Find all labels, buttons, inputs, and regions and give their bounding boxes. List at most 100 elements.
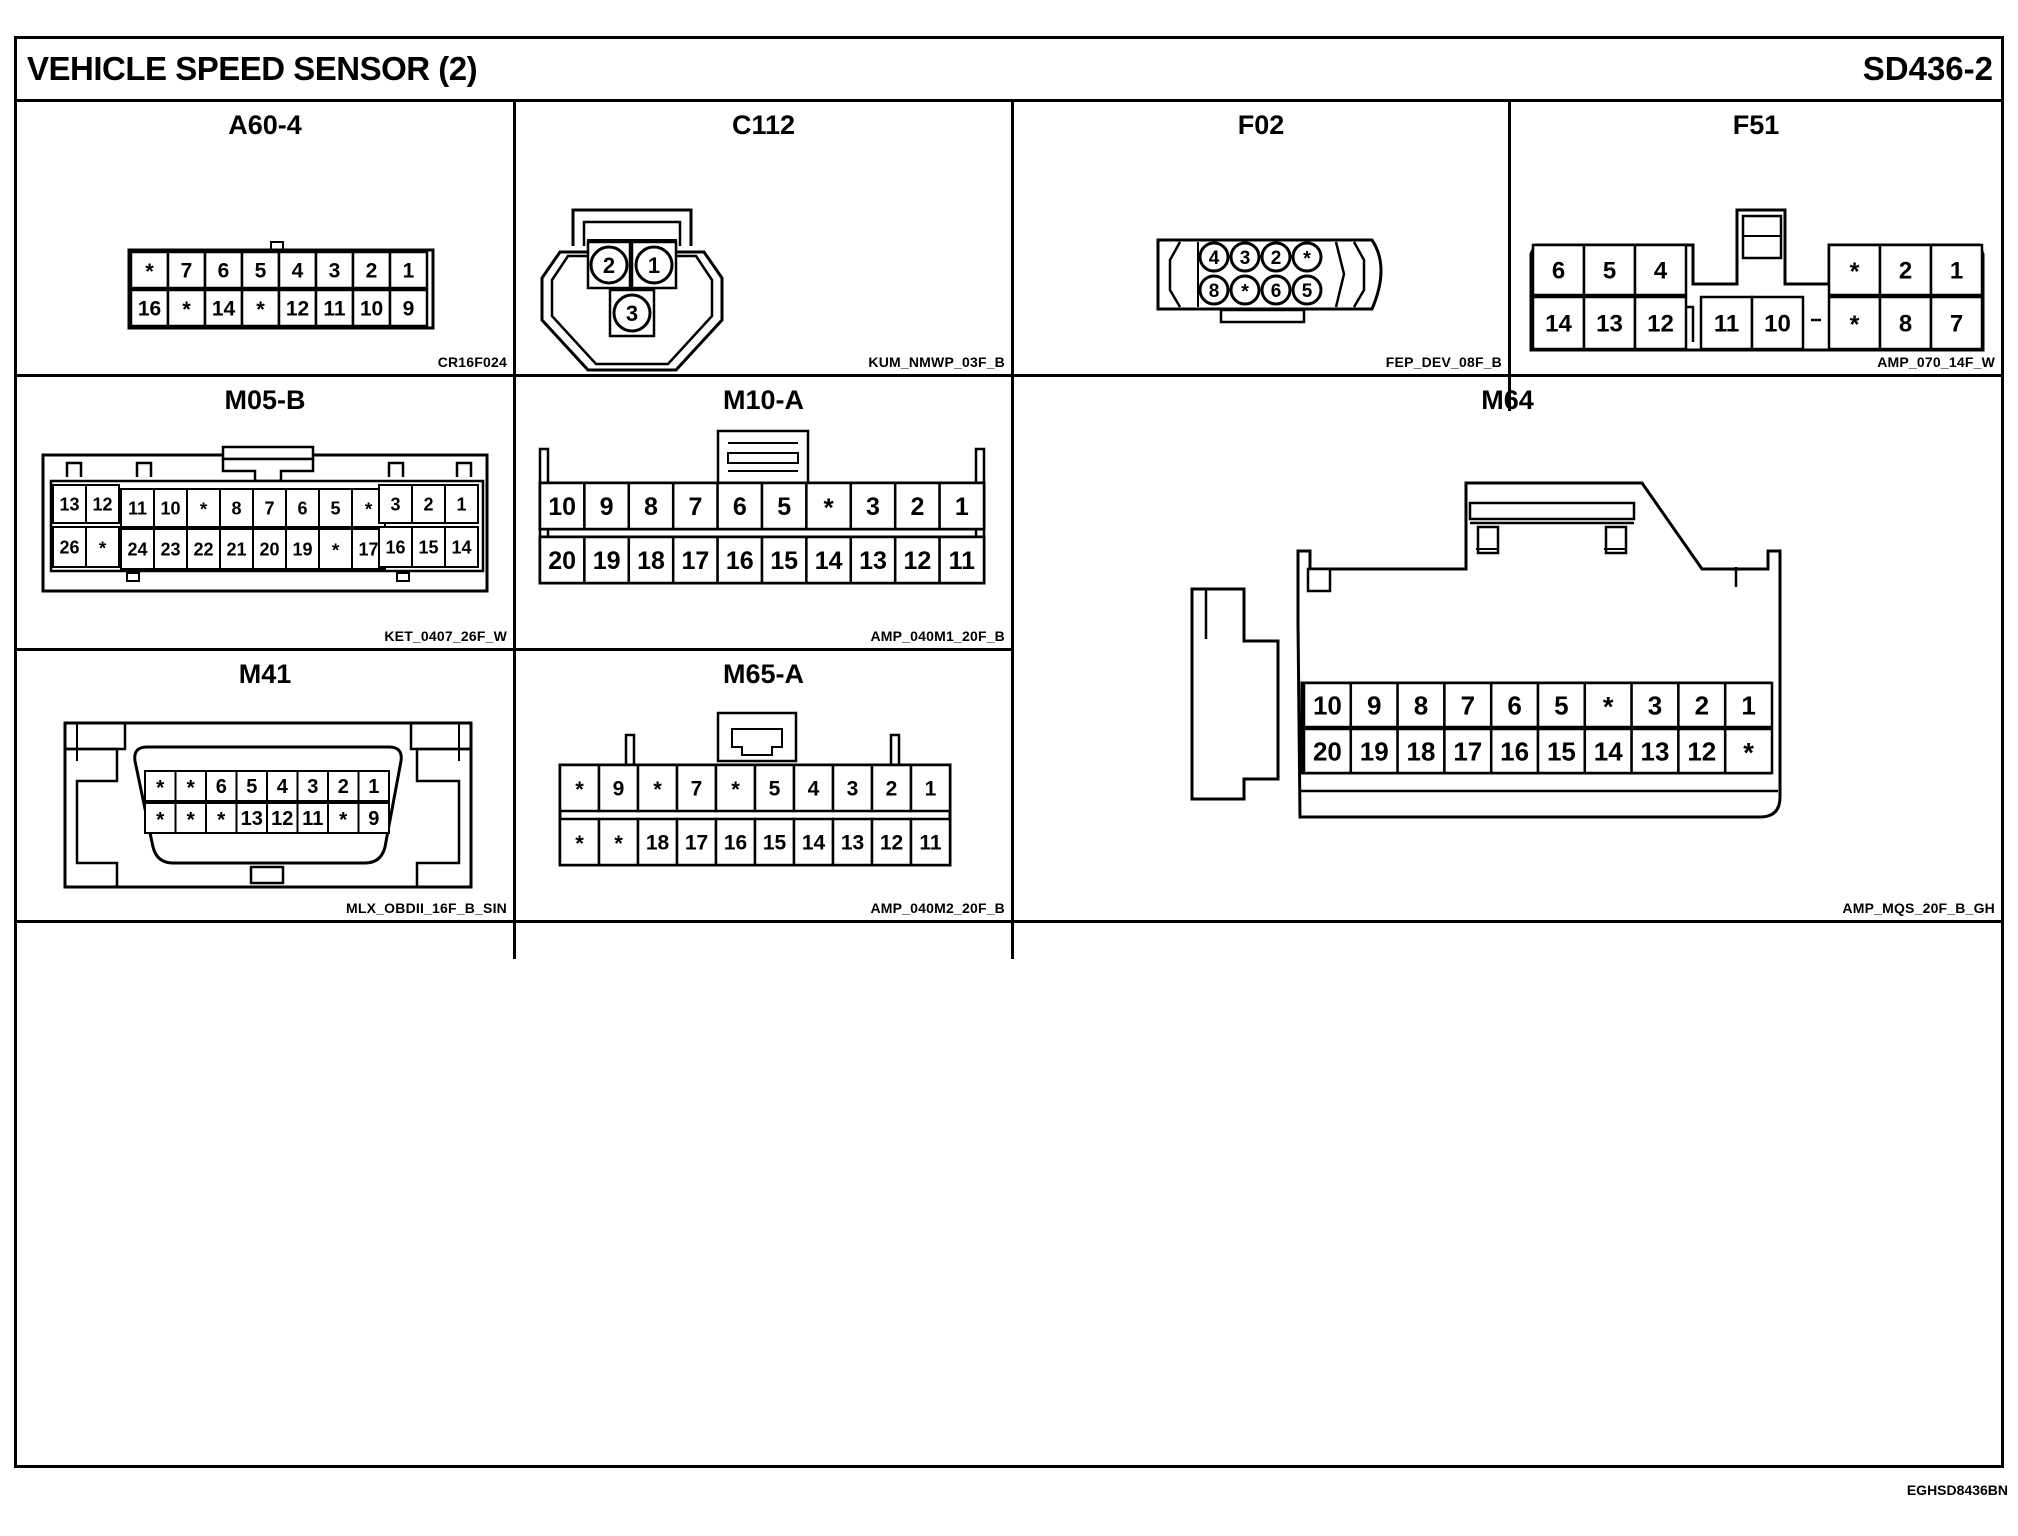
pin-cell [1878, 295, 1933, 351]
pin-cell [1229, 241, 1261, 273]
connector-outline [126, 572, 140, 582]
pin-label: 13 [1596, 311, 1623, 338]
pin-cell [388, 250, 429, 290]
unused-pin-label: * [187, 808, 196, 831]
pin-cell [1229, 274, 1261, 306]
connector-outline [65, 461, 83, 477]
pin-label: 11 [128, 498, 147, 518]
pin-cell [252, 528, 287, 570]
pin-label: 11 [323, 298, 346, 321]
pin-label: 17 [681, 547, 709, 575]
pin-cell [219, 528, 254, 570]
pin-label: 16 [726, 547, 754, 575]
pin-label: 2 [1695, 690, 1709, 720]
connector-outline [135, 461, 153, 477]
pin-label: 11 [302, 808, 323, 830]
pin-cell [318, 488, 353, 528]
pin-cell [893, 481, 941, 531]
pin-label: 3 [329, 260, 341, 283]
pin-label: 8 [231, 498, 241, 518]
pin-cell [760, 481, 808, 531]
pin-cell [1291, 241, 1323, 273]
pin-cell [1677, 681, 1727, 729]
pin-label: 12 [271, 808, 293, 830]
pin-label: 1 [955, 493, 969, 521]
pin-label: 2 [603, 253, 615, 278]
pin-label: 5 [777, 493, 791, 521]
pin-cell [351, 288, 392, 328]
pin-cell [583, 535, 631, 585]
pin-label: 16 [1500, 736, 1529, 766]
pin-label: 9 [403, 298, 415, 321]
pin-cell [1396, 681, 1446, 729]
pin-cell [849, 535, 897, 585]
pin-cell [1633, 243, 1688, 297]
pin-cell [166, 250, 207, 290]
unused-pin-label: * [256, 297, 265, 322]
connector-part-code: KET_0407_26F_W [384, 628, 507, 644]
page-title: VEHICLE SPEED SENSOR (2) [27, 50, 478, 87]
pin-cell [314, 250, 355, 290]
pin-cell [166, 288, 207, 328]
connector-outline [1168, 241, 1182, 308]
pin-label: 6 [1271, 281, 1282, 302]
pin-label: 19 [593, 547, 621, 575]
unused-pin-label: * [614, 831, 623, 856]
pin-cell [1443, 727, 1493, 775]
pin-label: 14 [815, 547, 843, 575]
pin-label: 9 [1367, 690, 1381, 720]
pin-cell [1723, 727, 1774, 775]
pin-label: 1 [925, 778, 937, 801]
pin-cell [85, 484, 120, 524]
pin-cell [357, 770, 390, 802]
pin-label: 5 [255, 260, 267, 283]
pin-label: 19 [292, 539, 312, 559]
pin-cell [1827, 243, 1882, 297]
pin-label: 2 [423, 494, 433, 514]
pin-cell [1260, 274, 1292, 306]
unused-pin-label: * [575, 831, 584, 856]
pin-label: 4 [292, 260, 304, 283]
pin-label: 15 [418, 537, 438, 557]
pin-cell [129, 288, 170, 328]
pin-cell [296, 770, 329, 802]
connector-part-code: CR16F024 [437, 354, 507, 370]
pin-cell [938, 481, 986, 531]
connector-outline [889, 733, 901, 765]
pin-cell [235, 770, 268, 802]
pin-label: 5 [1603, 258, 1616, 285]
unused-pin-label: * [653, 777, 662, 802]
pin-label: 4 [1654, 258, 1668, 285]
pin-label: 1 [648, 253, 660, 278]
pin-label: 3 [307, 776, 318, 798]
grid-divider [17, 648, 1011, 651]
pin-label: 4 [277, 776, 289, 798]
pin-cell [831, 763, 874, 813]
pin-label: 2 [338, 776, 349, 798]
pin-label: 11 [1714, 311, 1739, 338]
pin-cell [240, 288, 281, 328]
connector-outline [65, 747, 119, 887]
pin-cell [634, 245, 674, 285]
unused-pin-label: * [182, 297, 191, 322]
pin-cell [1489, 727, 1540, 775]
connector-outline [1352, 241, 1366, 308]
connector-outline [727, 452, 799, 464]
pin-label: 18 [637, 547, 665, 575]
unused-pin-label: * [1303, 248, 1311, 270]
pin-label: 6 [1507, 690, 1521, 720]
pin-label: 3 [847, 778, 859, 801]
pin-cell [153, 528, 188, 570]
connector-title: C112 [731, 110, 796, 140]
grid-divider [1508, 99, 1511, 411]
pin-cell [753, 817, 796, 867]
